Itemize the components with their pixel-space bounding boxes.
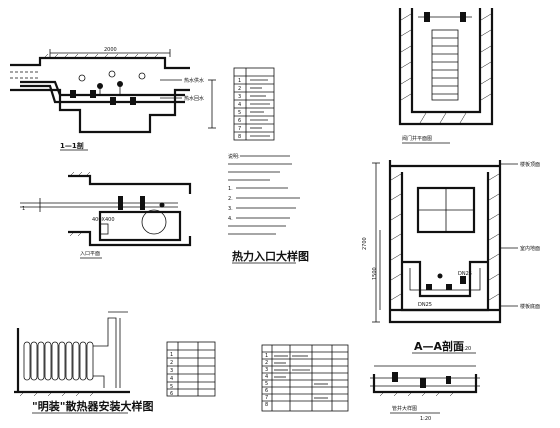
legend-row: 1 bbox=[238, 78, 241, 84]
note-line: 3. bbox=[228, 206, 233, 212]
material-table-right: 1 2 3 4 5 6 7 8 bbox=[261, 344, 349, 412]
section-1-1-drawing: 2000 bbox=[10, 47, 216, 151]
label-dn25-b: DN25 bbox=[418, 302, 432, 308]
table-row: 4 bbox=[265, 374, 268, 380]
dim-400x400: 400X400 bbox=[92, 217, 115, 223]
pipe-well-detail-drawing: 管井大样图 1:20 bbox=[370, 365, 480, 422]
table-row: 2 bbox=[170, 360, 173, 366]
section-a-a-drawing: 2700 1500 楼板顶面 室内地面 楼板底面 bbox=[362, 160, 540, 354]
note-line: 4. bbox=[228, 216, 233, 222]
pipe-detail-title: 管井大样图 bbox=[392, 405, 417, 412]
dim-2000: 2000 bbox=[104, 47, 117, 53]
table-row: 3 bbox=[170, 368, 173, 374]
heat-entry-notes: 说明: 1. 2. 3. 4. bbox=[228, 153, 300, 235]
entry-plan-title: 入口平面 bbox=[80, 251, 100, 257]
legend-row: 2 bbox=[238, 86, 241, 92]
dim-1500: 1500 bbox=[372, 267, 378, 280]
dim-2700: 2700 bbox=[362, 237, 368, 250]
radiator-detail-drawing: "明装"散热器安装大样图 bbox=[14, 311, 153, 414]
table-row: 5 bbox=[265, 381, 268, 387]
label-floor-bottom: 楼板底面 bbox=[520, 303, 540, 310]
label-supply: 热水供水 bbox=[184, 77, 204, 84]
table-row: 5 bbox=[170, 384, 173, 390]
label-floor-top: 楼板顶面 bbox=[520, 161, 540, 168]
legend-row: 8 bbox=[238, 134, 241, 140]
table-row: 4 bbox=[170, 376, 173, 382]
table-row: 3 bbox=[265, 367, 268, 373]
section-a-a-scale: 1:20 bbox=[460, 346, 471, 352]
note-line: 说明: bbox=[228, 153, 240, 160]
heat-entry-detail-title: 热力入口大样图 bbox=[232, 249, 309, 263]
table-row: 1 bbox=[265, 353, 268, 359]
note-line: 1. bbox=[228, 186, 233, 192]
note-line: 2. bbox=[228, 196, 233, 202]
valve-pit-plan-drawing: 阀门井平面图 bbox=[398, 8, 494, 144]
legend-row: 5 bbox=[238, 110, 241, 116]
table-row: 2 bbox=[265, 360, 268, 366]
table-row: 7 bbox=[265, 395, 268, 401]
table-row: 8 bbox=[265, 402, 268, 408]
table-row: 6 bbox=[265, 388, 268, 394]
legend-row: 3 bbox=[238, 94, 241, 100]
valve-pit-plan-title: 阀门井平面图 bbox=[402, 135, 432, 142]
radiator-detail-title: "明装"散热器安装大样图 bbox=[32, 399, 153, 413]
label-room-floor: 室内地面 bbox=[520, 245, 540, 252]
label-dn25-a: DN25 bbox=[458, 271, 472, 277]
legend-row: 7 bbox=[238, 126, 241, 132]
pipe-detail-scale: 1:20 bbox=[420, 416, 431, 422]
legend-row: 4 bbox=[238, 102, 241, 108]
label-return: 热水回水 bbox=[184, 95, 204, 102]
section-a-a-title: A—A剖面 bbox=[414, 339, 464, 353]
section-1-1-title: 1—1剖 bbox=[60, 141, 84, 150]
entry-plan-drawing: 1 400X400 入口平面 bbox=[20, 171, 192, 259]
material-table-left: 1 2 3 4 5 6 bbox=[166, 341, 216, 397]
legend-table-top: 1 2 3 4 5 6 7 8 bbox=[233, 67, 275, 141]
table-row: 1 bbox=[170, 352, 173, 358]
section-mark: 1 bbox=[22, 206, 25, 212]
table-row: 6 bbox=[170, 391, 173, 397]
legend-row: 6 bbox=[238, 118, 241, 124]
